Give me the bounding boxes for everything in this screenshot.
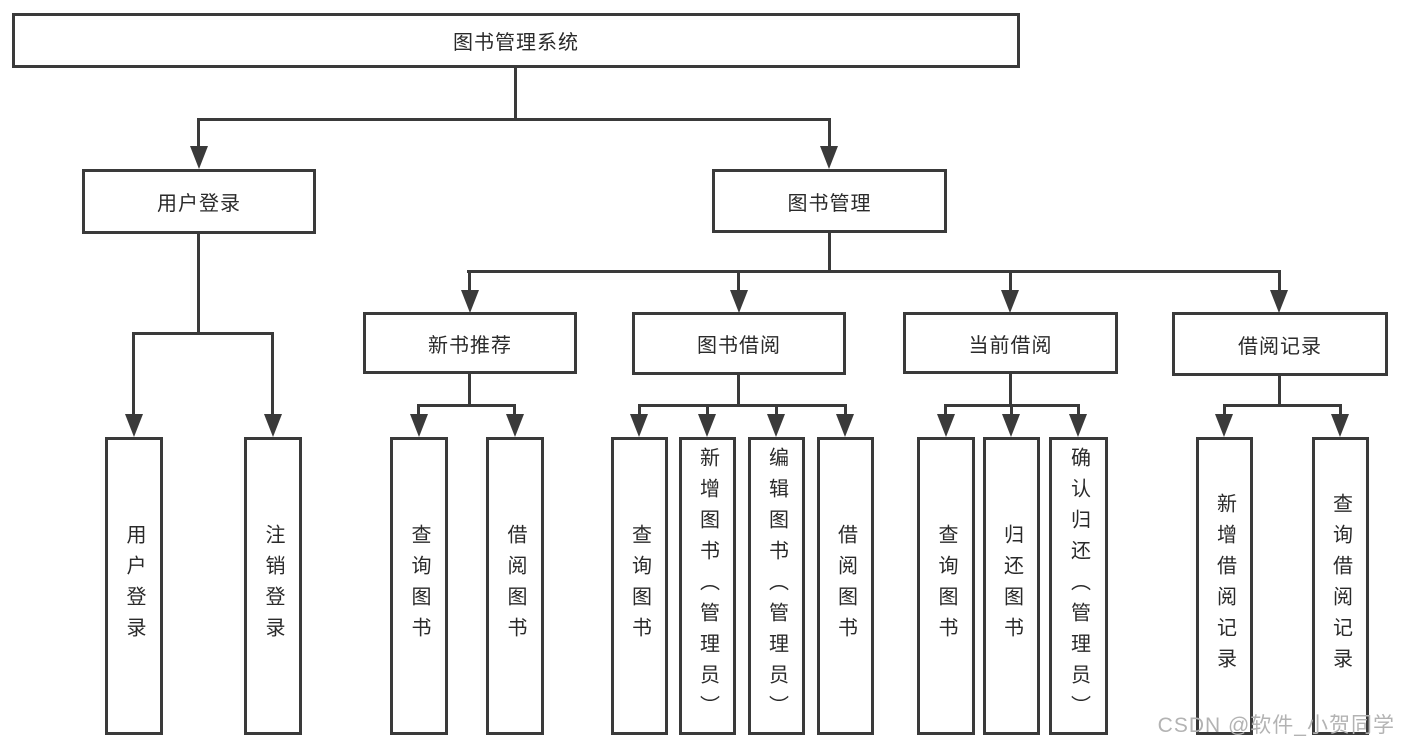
connector-bb-drop-4 <box>844 404 847 418</box>
connector-bb-bar <box>638 404 847 407</box>
connector-br-drop-2 <box>1339 404 1342 418</box>
connector-bb-drop-2 <box>706 404 709 418</box>
node-bb-add-books-admin-label: 新增图书（管理员） <box>696 446 719 726</box>
arrowhead-nb-query-icon <box>410 414 428 437</box>
connector-user-login-drop-left <box>132 332 135 418</box>
node-nb-borrow-books: 借阅图书 <box>486 437 544 735</box>
node-logout: 注销登录 <box>244 437 302 735</box>
connector-cb-drop-3 <box>1077 404 1080 418</box>
connector-cb-drop-1 <box>944 404 947 418</box>
node-nb-query-books-label: 查询图书 <box>408 524 430 648</box>
node-cb-return-books: 归还图书 <box>983 437 1040 735</box>
connector-book-mgmt-bar <box>467 270 1281 273</box>
connector-cb-drop-2 <box>1010 404 1013 418</box>
connector-book-mgmt-drop-4 <box>1278 270 1281 292</box>
node-root: 图书管理系统 <box>12 13 1020 68</box>
node-user-login: 用户登录 <box>82 169 316 234</box>
node-new-book-recommend-label: 新书推荐 <box>428 334 512 357</box>
node-nb-borrow-books-label: 借阅图书 <box>504 524 526 648</box>
node-borrow-records: 借阅记录 <box>1172 312 1388 376</box>
node-book-management-label: 图书管理 <box>787 192 872 215</box>
arrowhead-bb-add-icon <box>698 414 716 437</box>
connector-root-drop-left <box>197 118 200 151</box>
node-bb-query-books-label: 查询图书 <box>628 524 651 648</box>
node-bb-edit-books-admin-label: 编辑图书（管理员） <box>765 446 788 726</box>
node-bb-edit-books-admin: 编辑图书（管理员） <box>748 437 805 735</box>
node-br-query-record-label: 查询借阅记录 <box>1329 493 1352 679</box>
arrowhead-cb-query-icon <box>937 414 955 437</box>
node-root-label: 图书管理系统 <box>453 32 579 54</box>
node-cb-query-books: 查询图书 <box>917 437 975 735</box>
node-current-borrowing-label: 当前借阅 <box>968 334 1053 357</box>
node-cb-return-books-label: 归还图书 <box>1000 524 1023 648</box>
arrowhead-cb-return-icon <box>1002 414 1020 437</box>
arrowhead-login-icon <box>125 414 143 437</box>
node-bb-borrow-books: 借阅图书 <box>817 437 874 735</box>
connector-nb-stem <box>468 374 471 407</box>
node-new-book-recommend: 新书推荐 <box>363 312 577 374</box>
node-bb-borrow-books-label: 借阅图书 <box>834 524 857 648</box>
node-book-borrowing-label: 图书借阅 <box>697 335 781 357</box>
connector-book-mgmt-stem <box>828 233 831 273</box>
connector-nb-bar <box>417 404 516 407</box>
connector-user-login-bar <box>132 332 274 335</box>
arrowhead-new-book-recommend-icon <box>461 290 479 313</box>
arrowhead-nb-borrow-icon <box>506 414 524 437</box>
arrowhead-borrow-records-icon <box>1270 290 1288 313</box>
node-br-add-record: 新增借阅记录 <box>1196 437 1253 735</box>
connector-nb-drop-1 <box>417 404 420 418</box>
csdn-watermark: CSDN @软件_小贺同学 <box>1157 714 1395 737</box>
connector-cb-stem <box>1009 374 1012 407</box>
node-logout-label: 注销登录 <box>262 524 284 648</box>
connector-book-mgmt-drop-3 <box>1009 270 1012 292</box>
connector-nb-drop-2 <box>513 404 516 418</box>
arrowhead-br-add-icon <box>1215 414 1233 437</box>
node-user-login-label: 用户登录 <box>157 193 241 215</box>
arrowhead-book-management-icon <box>820 146 838 169</box>
connector-book-mgmt-drop-1 <box>468 270 471 292</box>
node-login: 用户登录 <box>105 437 163 735</box>
connector-root-stem <box>514 68 517 121</box>
connector-br-bar <box>1223 404 1342 407</box>
arrowhead-cb-confirm-icon <box>1069 414 1087 437</box>
node-bb-add-books-admin: 新增图书（管理员） <box>679 437 736 735</box>
node-book-borrowing: 图书借阅 <box>632 312 846 375</box>
arrowhead-bb-edit-icon <box>767 414 785 437</box>
connector-bb-drop-1 <box>638 404 641 418</box>
node-br-query-record: 查询借阅记录 <box>1312 437 1369 735</box>
node-cb-query-books-label: 查询图书 <box>935 524 957 648</box>
connector-bb-drop-3 <box>775 404 778 418</box>
arrowhead-current-borrowing-icon <box>1001 290 1019 313</box>
node-cb-confirm-return-admin: 确认归还（管理员） <box>1049 437 1108 735</box>
node-br-add-record-label: 新增借阅记录 <box>1213 493 1236 679</box>
arrowhead-book-borrowing-icon <box>730 290 748 313</box>
arrowhead-bb-borrow-icon <box>836 414 854 437</box>
connector-br-stem <box>1278 376 1281 407</box>
connector-user-login-stem <box>197 234 200 335</box>
arrowhead-br-query-icon <box>1331 414 1349 437</box>
node-login-label: 用户登录 <box>123 524 145 648</box>
node-bb-query-books: 查询图书 <box>611 437 668 735</box>
node-nb-query-books: 查询图书 <box>390 437 448 735</box>
connector-root-drop-right <box>828 118 831 151</box>
node-current-borrowing: 当前借阅 <box>903 312 1118 374</box>
node-book-management: 图书管理 <box>712 169 947 233</box>
arrowhead-bb-query-icon <box>630 414 648 437</box>
node-cb-confirm-return-admin-label: 确认归还（管理员） <box>1067 446 1090 726</box>
connector-book-mgmt-drop-2 <box>737 270 740 292</box>
node-borrow-records-label: 借阅记录 <box>1238 335 1322 358</box>
connector-br-drop-1 <box>1223 404 1226 418</box>
connector-user-login-drop-right <box>271 332 274 418</box>
arrowhead-user-login-icon <box>190 146 208 169</box>
arrowhead-logout-icon <box>264 414 282 437</box>
connector-root-bar <box>197 118 831 121</box>
connector-bb-stem <box>737 375 740 407</box>
